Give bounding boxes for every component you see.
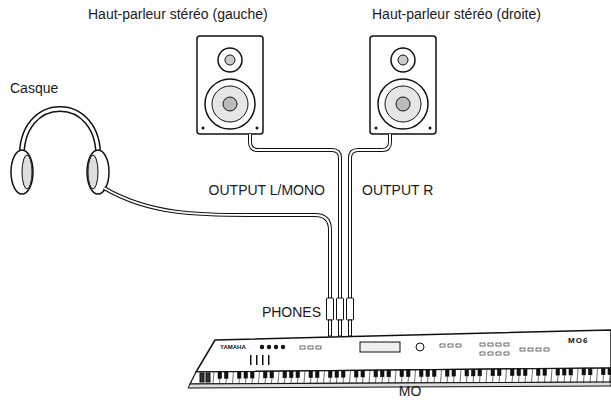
model-logo: MO6	[568, 336, 588, 345]
output-label: OUTPUT R	[362, 182, 433, 198]
black-key	[420, 370, 424, 377]
black-key	[244, 372, 248, 379]
black-key	[381, 370, 385, 377]
jack-label: PHONES	[262, 304, 321, 320]
black-key	[446, 370, 450, 377]
black-key	[524, 369, 528, 376]
white-key	[304, 371, 305, 383]
black-key	[374, 370, 378, 377]
device-label: MO	[399, 383, 422, 399]
black-key	[582, 368, 586, 375]
plugs	[327, 298, 354, 336]
black-key	[556, 369, 560, 376]
synthesizer-keyboard	[188, 330, 611, 388]
speaker-right	[370, 36, 436, 134]
white-key	[460, 369, 461, 383]
black-key	[543, 369, 547, 376]
black-key	[472, 369, 476, 376]
black-key	[264, 371, 268, 378]
white-key	[415, 370, 416, 383]
black-key	[309, 371, 313, 378]
black-key	[569, 368, 573, 375]
black-key	[238, 372, 242, 379]
black-key	[316, 371, 320, 378]
speaker-left	[197, 36, 263, 134]
white-key	[324, 371, 325, 383]
white-key	[395, 370, 396, 383]
white-key	[233, 372, 234, 383]
black-key	[270, 371, 274, 378]
black-key	[387, 370, 391, 377]
black-key	[433, 370, 437, 377]
white-key	[486, 369, 487, 383]
white-key	[213, 372, 214, 383]
speaker-label: Haut-parleur stéréo (droite)	[372, 6, 541, 22]
black-key	[498, 369, 502, 376]
black-key	[517, 369, 521, 376]
black-key	[225, 372, 229, 379]
white-key	[597, 368, 598, 383]
black-key	[296, 371, 300, 378]
black-key	[407, 370, 411, 377]
black-key	[290, 371, 294, 378]
black-key	[511, 369, 515, 376]
black-key	[426, 370, 430, 377]
black-key	[537, 369, 541, 376]
black-key	[283, 371, 287, 378]
black-key	[478, 369, 482, 376]
black-key	[602, 368, 606, 375]
cables	[104, 134, 390, 300]
white-key	[369, 370, 370, 383]
white-key	[259, 371, 260, 383]
black-key	[589, 368, 593, 375]
black-key	[251, 372, 255, 379]
headphones-label: Casque	[10, 80, 58, 96]
black-key	[342, 371, 346, 378]
black-key	[491, 369, 495, 376]
black-key	[563, 369, 567, 376]
black-key	[335, 371, 339, 378]
white-key	[532, 369, 533, 383]
headphones	[11, 109, 109, 194]
white-key	[350, 371, 351, 383]
black-key	[329, 371, 333, 378]
white-key	[506, 369, 507, 383]
black-key	[400, 370, 404, 377]
black-key	[355, 371, 359, 378]
white-key	[441, 370, 442, 383]
black-key	[218, 372, 222, 379]
white-key	[577, 368, 578, 383]
speaker-label: Haut-parleur stéréo (gauche)	[88, 6, 268, 22]
black-key	[361, 370, 365, 377]
black-key	[608, 368, 611, 375]
white-key	[551, 369, 552, 383]
white-key	[278, 371, 279, 383]
output-label: OUTPUT L/MONO	[209, 182, 325, 198]
brand-logo: YAMAHA	[220, 344, 246, 351]
black-key	[452, 370, 456, 377]
black-key	[465, 369, 469, 376]
